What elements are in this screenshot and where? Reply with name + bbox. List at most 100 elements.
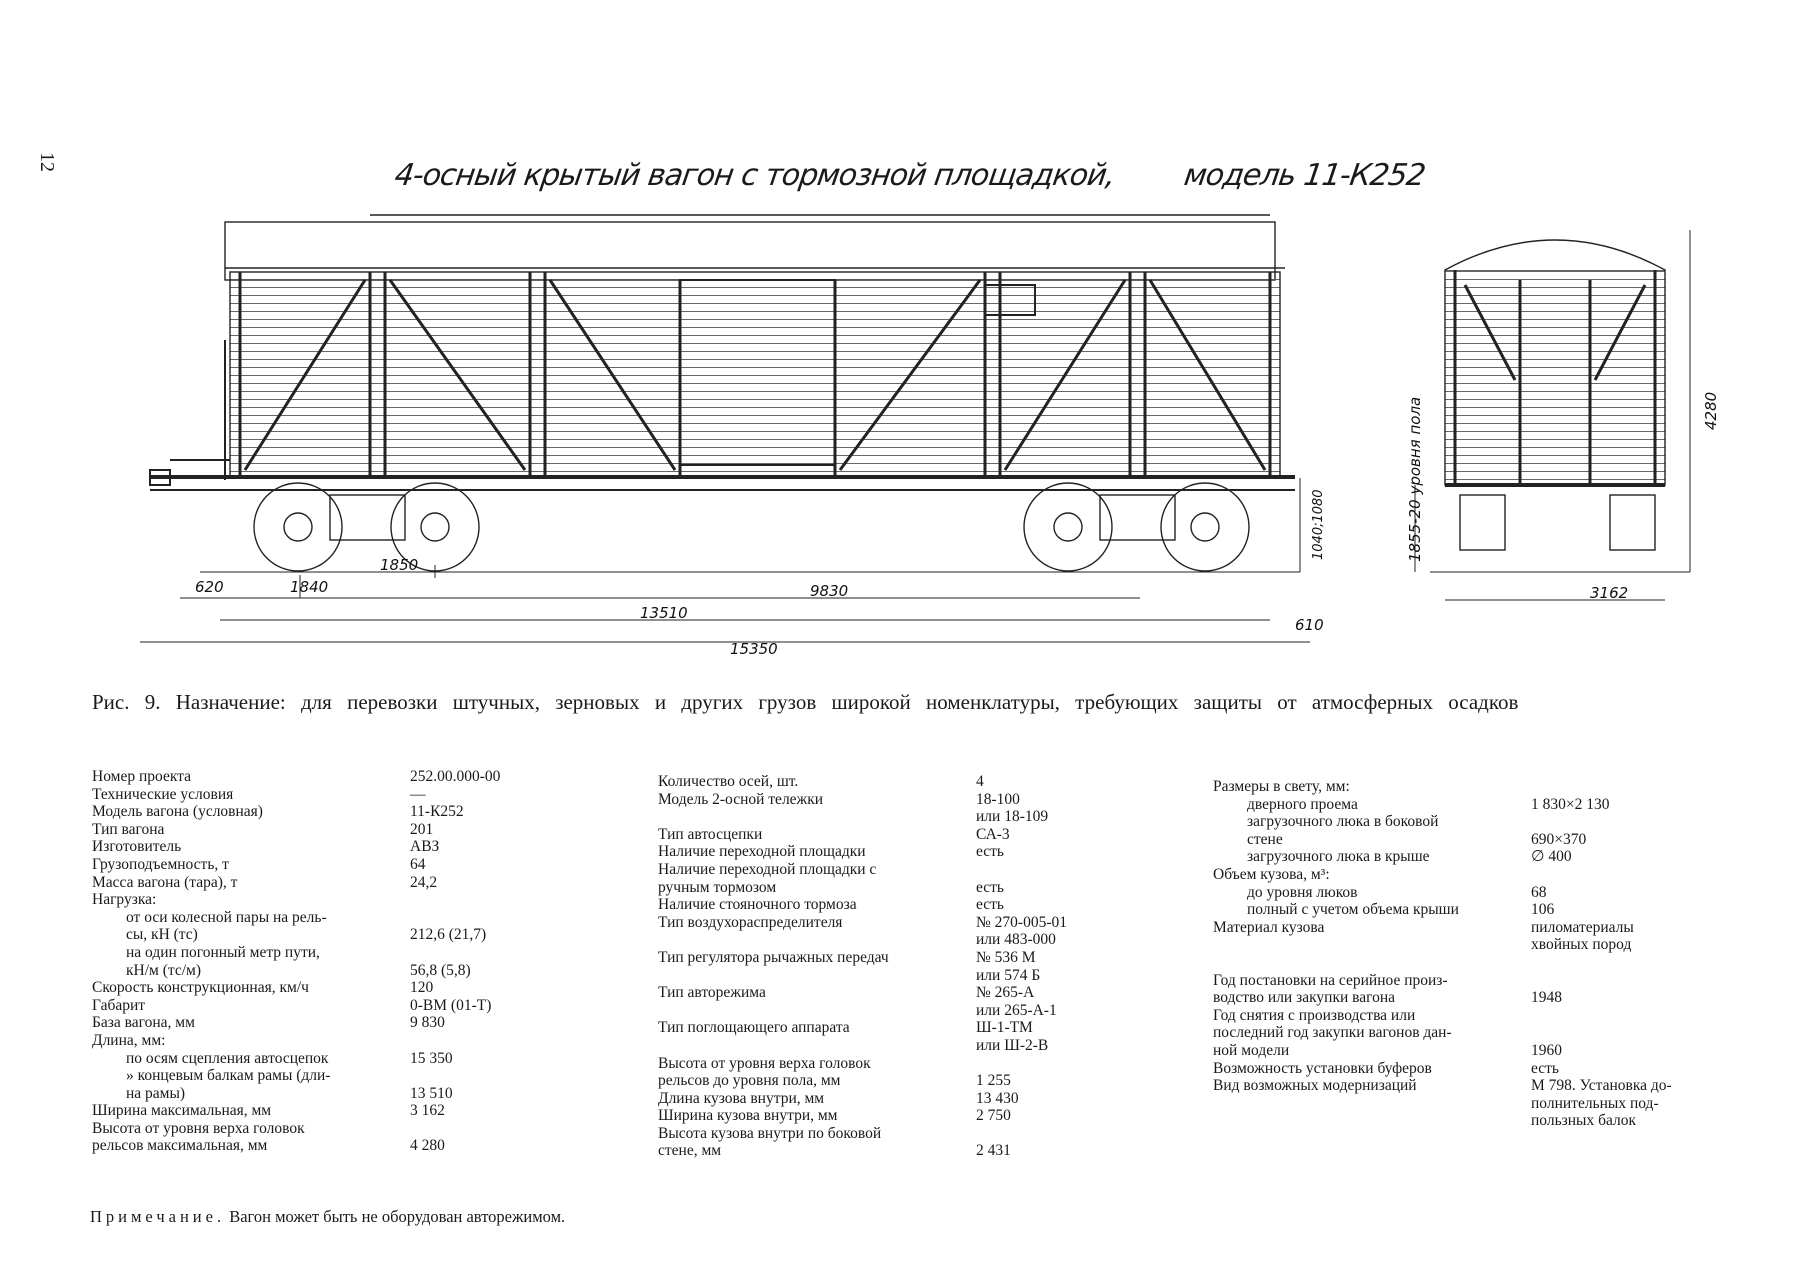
spec-value: 64 — [410, 855, 426, 873]
spec-value: 212,6 (21,7) — [410, 926, 487, 944]
spec-value: 1 255 — [976, 1072, 1011, 1090]
spec-value: М 798. Установка до- — [1531, 1077, 1672, 1095]
sliding-door — [679, 279, 836, 466]
spec-value: или 265-А-1 — [976, 1001, 1057, 1019]
spec-label: стене — [1247, 830, 1283, 848]
spec-row: Год постановки на серийное произ- — [1213, 972, 1733, 990]
spec-label: Ширина максимальная, мм — [92, 1102, 272, 1120]
spec-value: или Ш-2-В — [976, 1036, 1049, 1054]
spec-value: 68 — [1531, 883, 1547, 901]
spec-value: полнительных под- — [1531, 1094, 1659, 1112]
spec-row: загрузочного люка в боковой — [1213, 813, 1733, 831]
end-wall — [1444, 269, 1666, 486]
spec-label: Наличие переходной площадки — [658, 843, 866, 861]
spec-value: — — [410, 785, 426, 803]
spec-row: Высота кузова внутри по боковой — [658, 1125, 1108, 1143]
spec-row: полнительных под- — [1213, 1095, 1733, 1113]
spec-value: пользных балок — [1531, 1112, 1637, 1130]
spec-row: Количество осей, шт.4 — [658, 773, 1108, 791]
spec-row: водство или закупки вагона 1948 — [1213, 989, 1733, 1007]
spec-label: Модель вагона (условная) — [92, 803, 263, 821]
spec-value: № 536 М — [976, 948, 1036, 966]
spec-label: загрузочного люка в боковой — [1247, 813, 1439, 831]
hatch — [984, 284, 1036, 316]
spec-label: Ширина кузова внутри, мм — [658, 1107, 838, 1125]
spec-label: Длина кузова внутри, мм — [658, 1089, 825, 1107]
spec-value: 690×370 — [1531, 830, 1587, 848]
dim-13510: 13510 — [640, 604, 688, 622]
spec-value: 120 — [410, 979, 434, 997]
spec-row: Модель вагона (условная) 11-К252 — [92, 803, 542, 821]
spec-label: кН/м (тс/м) — [126, 961, 201, 979]
spec-value: 2 431 — [976, 1142, 1011, 1160]
spec-row: последний год закупки вагонов дан- — [1213, 1024, 1733, 1042]
spec-label: Нагрузка: — [92, 891, 157, 909]
spec-label: » концевым балкам рамы (дли- — [126, 1067, 331, 1085]
spec-value: 1948 — [1531, 989, 1562, 1007]
spec-value: 15 350 — [410, 1049, 453, 1067]
spec-value: хвойных пород — [1531, 936, 1632, 954]
spec-label: полный с учетом объема крыши — [1247, 901, 1459, 919]
dim-620: 620 — [195, 578, 224, 596]
dim-1840: 1840 — [290, 578, 328, 596]
spec-label: Наличие стояночного тормоза — [658, 896, 857, 914]
spec-value: ∅ 400 — [1531, 848, 1572, 866]
spec-label: Вид возможных модернизаций — [1213, 1077, 1417, 1095]
spec-row: от оси колесной пары на рель- — [92, 909, 542, 927]
spec-label: загрузочного люка в крыше — [1247, 848, 1430, 866]
spec-label: Длина, мм: — [92, 1031, 166, 1049]
spec-label: Количество осей, шт. — [658, 773, 799, 790]
spec-row — [1213, 954, 1733, 972]
spec-row: Ширина максимальная, мм 3 162 — [92, 1102, 542, 1120]
spec-row: или 483-000 — [658, 931, 1108, 949]
spec-value: 1 830×2 130 — [1531, 795, 1610, 813]
spec-row: сы, кН (тс)212,6 (21,7) — [92, 926, 542, 944]
spec-label: до уровня люков — [1247, 883, 1358, 901]
dim-15350: 15350 — [730, 640, 778, 658]
spec-row: пользных балок — [1213, 1112, 1733, 1130]
spec-label: Тип авторежима — [658, 984, 766, 1002]
dim-1850: 1850 — [380, 556, 418, 574]
figure-caption: Рис. 9. Назначение: для перевозки штучны… — [92, 690, 1519, 714]
spec-label: Тип поглощающего аппарата — [658, 1019, 850, 1037]
spec-label: Высота кузова внутри по боковой — [658, 1124, 882, 1142]
spec-label: Грузоподъемность, т — [92, 855, 229, 873]
spec-label: Тип регулятора рычажных передач — [658, 948, 889, 966]
spec-value: 1960 — [1531, 1041, 1562, 1059]
spec-label: водство или закупки вагона — [1213, 989, 1396, 1007]
spec-label: рельсов до уровня пола, мм — [658, 1072, 841, 1090]
wagon-drawing: 620 1840 1850 9830 13510 15350 610 3162 … — [140, 214, 1720, 658]
spec-label: Объем кузова, м³: — [1213, 865, 1330, 883]
spec-value: 201 — [410, 820, 434, 838]
spec-value: 11-К252 — [410, 803, 464, 821]
spec-value: 0-ВМ (01-Т) — [410, 996, 492, 1014]
roof — [224, 221, 1276, 281]
spec-label: ручным тормозом — [658, 878, 777, 896]
spec-row: загрузочного люка в крыше ∅ 400 — [1213, 848, 1733, 866]
spec-label: Модель 2-осной тележки — [658, 790, 824, 808]
spec-label: Возможность установки буферов — [1213, 1059, 1432, 1077]
spec-value: 3 162 — [410, 1102, 445, 1120]
spec-row: Высота от уровня верха головок — [658, 1055, 1108, 1073]
footnote: Примечание. Вагон может быть не оборудов… — [90, 1207, 565, 1227]
spec-label: Габарит — [92, 996, 146, 1014]
spec-label: по осям сцепления автосцепок — [126, 1049, 329, 1067]
spec-row: хвойных пород — [1213, 936, 1733, 954]
spec-label: Масса вагона (тара), т — [92, 873, 238, 891]
spec-label: Наличие переходной площадки с — [658, 860, 877, 878]
